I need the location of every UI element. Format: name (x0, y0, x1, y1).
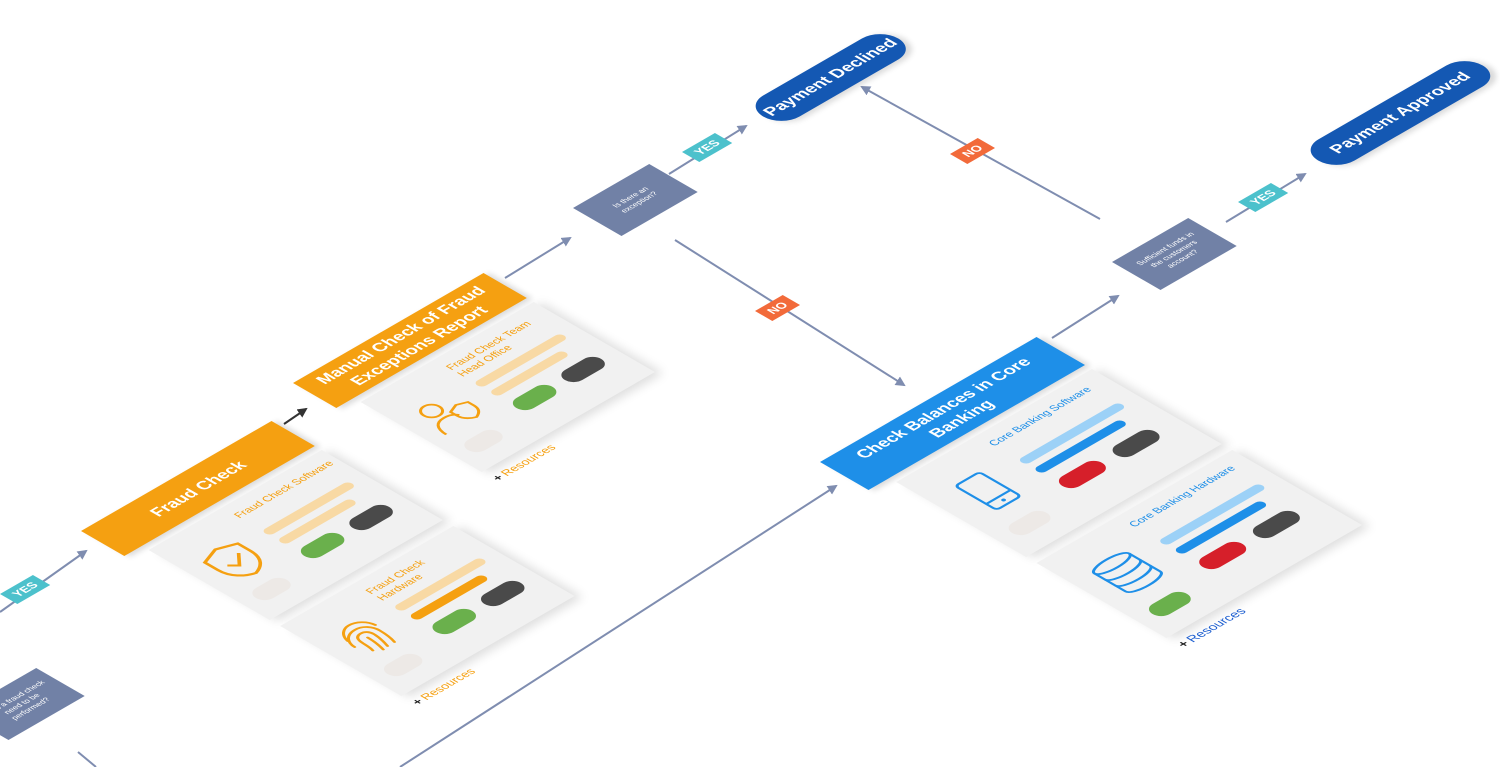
connector-bottom-to-core-banking (399, 484, 838, 767)
status-pill-red (1194, 539, 1252, 572)
fraud-check-team-card[interactable]: Fraud Check Team Head Office (360, 302, 655, 472)
status-pill-dark (344, 502, 398, 533)
placeholder-pill (1003, 508, 1056, 538)
shield-check-icon (202, 542, 262, 577)
mobile-phone-icon (955, 472, 1021, 510)
connector-manual-to-exception (504, 236, 572, 279)
core-banking-hardware-card[interactable]: Core Banking Hardware (1036, 450, 1363, 638)
status-pill-dark (1107, 427, 1165, 460)
status-pill-green (507, 382, 562, 413)
connector-fraud-to-manual (283, 407, 308, 425)
connector-core-to-funds (1051, 294, 1120, 339)
connector-fraud-needed-no (77, 751, 97, 767)
placeholder-pill (247, 575, 296, 603)
status-pill-dark (1247, 508, 1305, 541)
status-pill-dark (475, 578, 530, 609)
user-shield-icon (419, 400, 481, 436)
status-pill-dark (556, 354, 610, 385)
status-pill-green (295, 530, 350, 561)
placeholder-pill (378, 651, 428, 679)
core-banking-software-card[interactable]: Core Banking Software (896, 369, 1222, 557)
status-pill-green (427, 606, 482, 637)
status-pill-green (1143, 589, 1196, 619)
connector-exception-no (674, 239, 906, 387)
fraud-check-software-card[interactable]: Fraud Check Software (148, 450, 443, 620)
status-pill-red (1053, 458, 1111, 491)
placeholder-pill (459, 427, 508, 455)
fraud-check-hardware-card[interactable]: Fraud Check Hardware (280, 526, 575, 696)
fingerprint-icon (342, 621, 397, 652)
database-icon (1091, 552, 1163, 593)
